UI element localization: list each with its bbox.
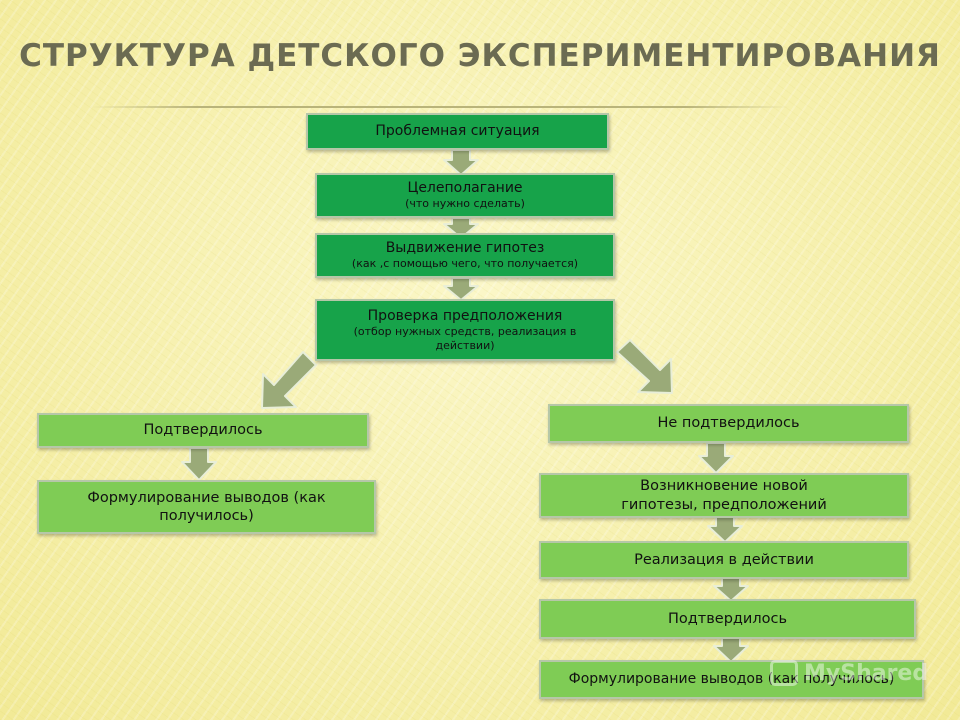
arrow-notconfirmed-to-new xyxy=(698,442,734,474)
box-hypothesis-sublabel: (как ,с помощью чего, что получается) xyxy=(351,257,579,271)
box-confirmed-right: Подтвердилось xyxy=(539,599,916,639)
box-confirmed-left-label: Подтвердилось xyxy=(143,422,263,439)
box-goal-setting: Целеполагание (что нужно сделать) xyxy=(315,173,615,218)
box-not-confirmed-label: Не подтвердилось xyxy=(657,415,800,432)
box-conclusions-right: Формулирование выводов (как получилось) xyxy=(539,660,924,699)
watermark-text: MyShared xyxy=(804,660,929,686)
arrow-check-to-not-confirmed xyxy=(616,339,673,394)
arrow-new-to-implementation xyxy=(707,515,743,543)
box-implementation: Реализация в действии xyxy=(539,541,909,579)
box-conclusions-left: Формулирование выводов (как получилось) xyxy=(37,480,376,534)
box-confirmed-left: Подтвердилось xyxy=(37,413,369,448)
box-not-confirmed: Не подтвердилось xyxy=(548,404,909,443)
box-check-sublabel: (отбор нужных средств, реализация в дейс… xyxy=(353,325,577,352)
box-problem-situation: Проблемная ситуация xyxy=(306,113,609,150)
arrow-confirmed-to-conclusions-right xyxy=(713,636,749,663)
arrow-implementation-to-confirmed xyxy=(713,577,749,602)
arrow-problem-to-goal xyxy=(443,149,479,176)
arrow-hypothesis-to-check xyxy=(443,277,479,301)
arrow-confirmed-to-conclusions xyxy=(181,447,217,481)
title-underline xyxy=(90,106,790,108)
box-check-assumption: Проверка предположения (отбор нужных сре… xyxy=(315,299,615,361)
box-conclusions-right-label: Формулирование выводов (как получилось) xyxy=(568,670,895,687)
box-hypothesis: Выдвижение гипотез (как ,с помощью чего,… xyxy=(315,233,615,278)
box-confirmed-right-label: Подтвердилось xyxy=(667,610,788,627)
watermark: MyShared xyxy=(770,655,950,691)
box-implementation-label: Реализация в действии xyxy=(634,551,814,568)
box-problem-label: Проблемная ситуация xyxy=(375,122,540,139)
box-new-hypothesis-label: Возникновение новой гипотезы, предположе… xyxy=(621,478,827,513)
box-new-hypothesis: Возникновение новой гипотезы, предположе… xyxy=(539,473,909,518)
box-goal-sublabel: (что нужно сделать) xyxy=(405,197,525,211)
slide-title: СТРУКТУРА ДЕТСКОГО ЭКСПЕРИМЕНТИРОВАНИЯ xyxy=(19,38,941,74)
box-goal-label: Целеполагание xyxy=(407,179,523,196)
box-check-label: Проверка предположения xyxy=(367,307,563,324)
box-conclusions-left-label: Формулирование выводов (как получилось) xyxy=(87,489,326,524)
arrow-goal-to-hypothesis xyxy=(443,217,479,239)
arrow-check-to-confirmed xyxy=(261,351,317,409)
presentation-icon xyxy=(770,660,798,686)
box-hypothesis-label: Выдвижение гипотез xyxy=(385,239,545,256)
